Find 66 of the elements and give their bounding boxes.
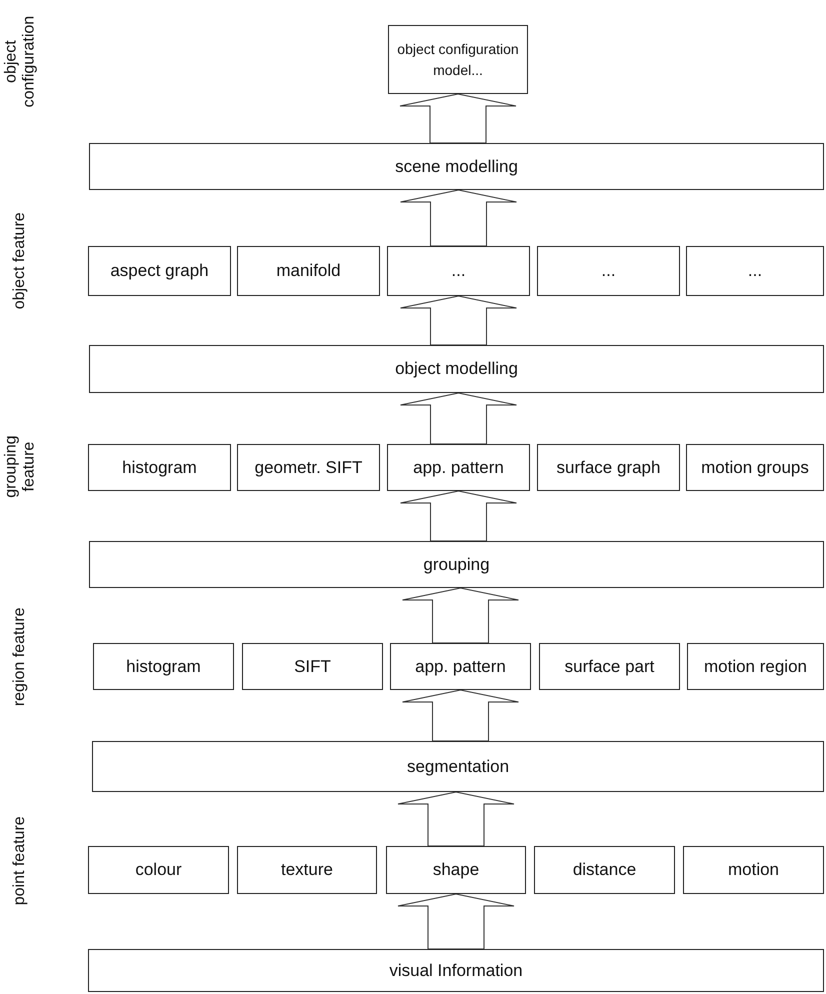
block-arrow <box>400 490 517 542</box>
process-box <box>88 444 231 491</box>
layer-label: grouping feature <box>2 434 38 500</box>
box-label: ... <box>601 261 616 281</box>
box-label: ... <box>451 261 466 281</box>
process-box <box>92 741 824 792</box>
process-box <box>387 246 530 296</box>
block-arrow <box>400 392 517 444</box>
process-box <box>687 643 824 690</box>
box-label: segmentation <box>406 756 510 776</box>
process-box <box>242 643 383 690</box>
layer-label: object configuration <box>2 14 38 110</box>
box-label: motion groups <box>701 458 809 478</box>
box-label: grouping <box>423 554 490 574</box>
process-box <box>93 643 234 690</box>
box-label: geometr. SIFT <box>254 458 362 478</box>
box-label: object modelling <box>395 359 518 379</box>
box-label: aspect graph <box>110 261 209 281</box>
process-box <box>686 246 824 296</box>
process-box <box>537 246 680 296</box>
process-box <box>534 846 675 894</box>
process-box <box>88 846 229 894</box>
process-box <box>537 444 680 491</box>
process-box <box>89 143 824 190</box>
layer-label: point feature <box>11 815 29 908</box>
box-label: histogram <box>126 656 201 676</box>
process-box <box>89 345 824 393</box>
block-arrow <box>400 295 517 346</box>
layer-label: region feature <box>11 606 29 708</box>
process-box <box>390 643 531 690</box>
box-label: colour <box>135 860 182 880</box>
process-box <box>386 846 526 894</box>
process-box <box>88 246 231 296</box>
process-box <box>237 846 377 894</box>
box-label: manifold <box>276 261 341 281</box>
block-arrow <box>400 189 517 246</box>
process-box <box>88 949 824 992</box>
process-box <box>539 643 680 690</box>
block-arrow <box>398 893 514 950</box>
layer-label: object feature <box>11 211 29 312</box>
box-label: app. pattern <box>415 656 506 676</box>
block-arrow <box>400 93 516 144</box>
box-label: object configuration model... <box>396 40 520 80</box>
process-box <box>388 25 528 94</box>
process-box <box>237 444 380 491</box>
box-label: visual Information <box>389 960 523 980</box>
process-box <box>387 444 530 491</box>
box-label: distance <box>572 860 636 880</box>
block-arrow <box>398 791 514 846</box>
box-label: histogram <box>122 458 197 478</box>
box-label: ... <box>748 261 762 281</box>
process-box <box>89 541 824 588</box>
process-box <box>237 246 380 296</box>
box-label: shape <box>432 860 480 880</box>
process-box <box>683 846 824 894</box>
block-arrow <box>402 689 519 742</box>
block-arrow <box>402 587 519 644</box>
box-label: surface graph <box>556 458 660 478</box>
box-label: app. pattern <box>413 458 504 478</box>
box-label: texture <box>281 860 333 880</box>
box-label: motion <box>728 860 780 880</box>
process-box <box>686 444 824 491</box>
box-label: surface part <box>564 656 654 676</box>
box-label: motion region <box>704 656 807 676</box>
box-label: SIFT <box>294 656 331 676</box>
box-label: scene modelling <box>395 156 518 176</box>
